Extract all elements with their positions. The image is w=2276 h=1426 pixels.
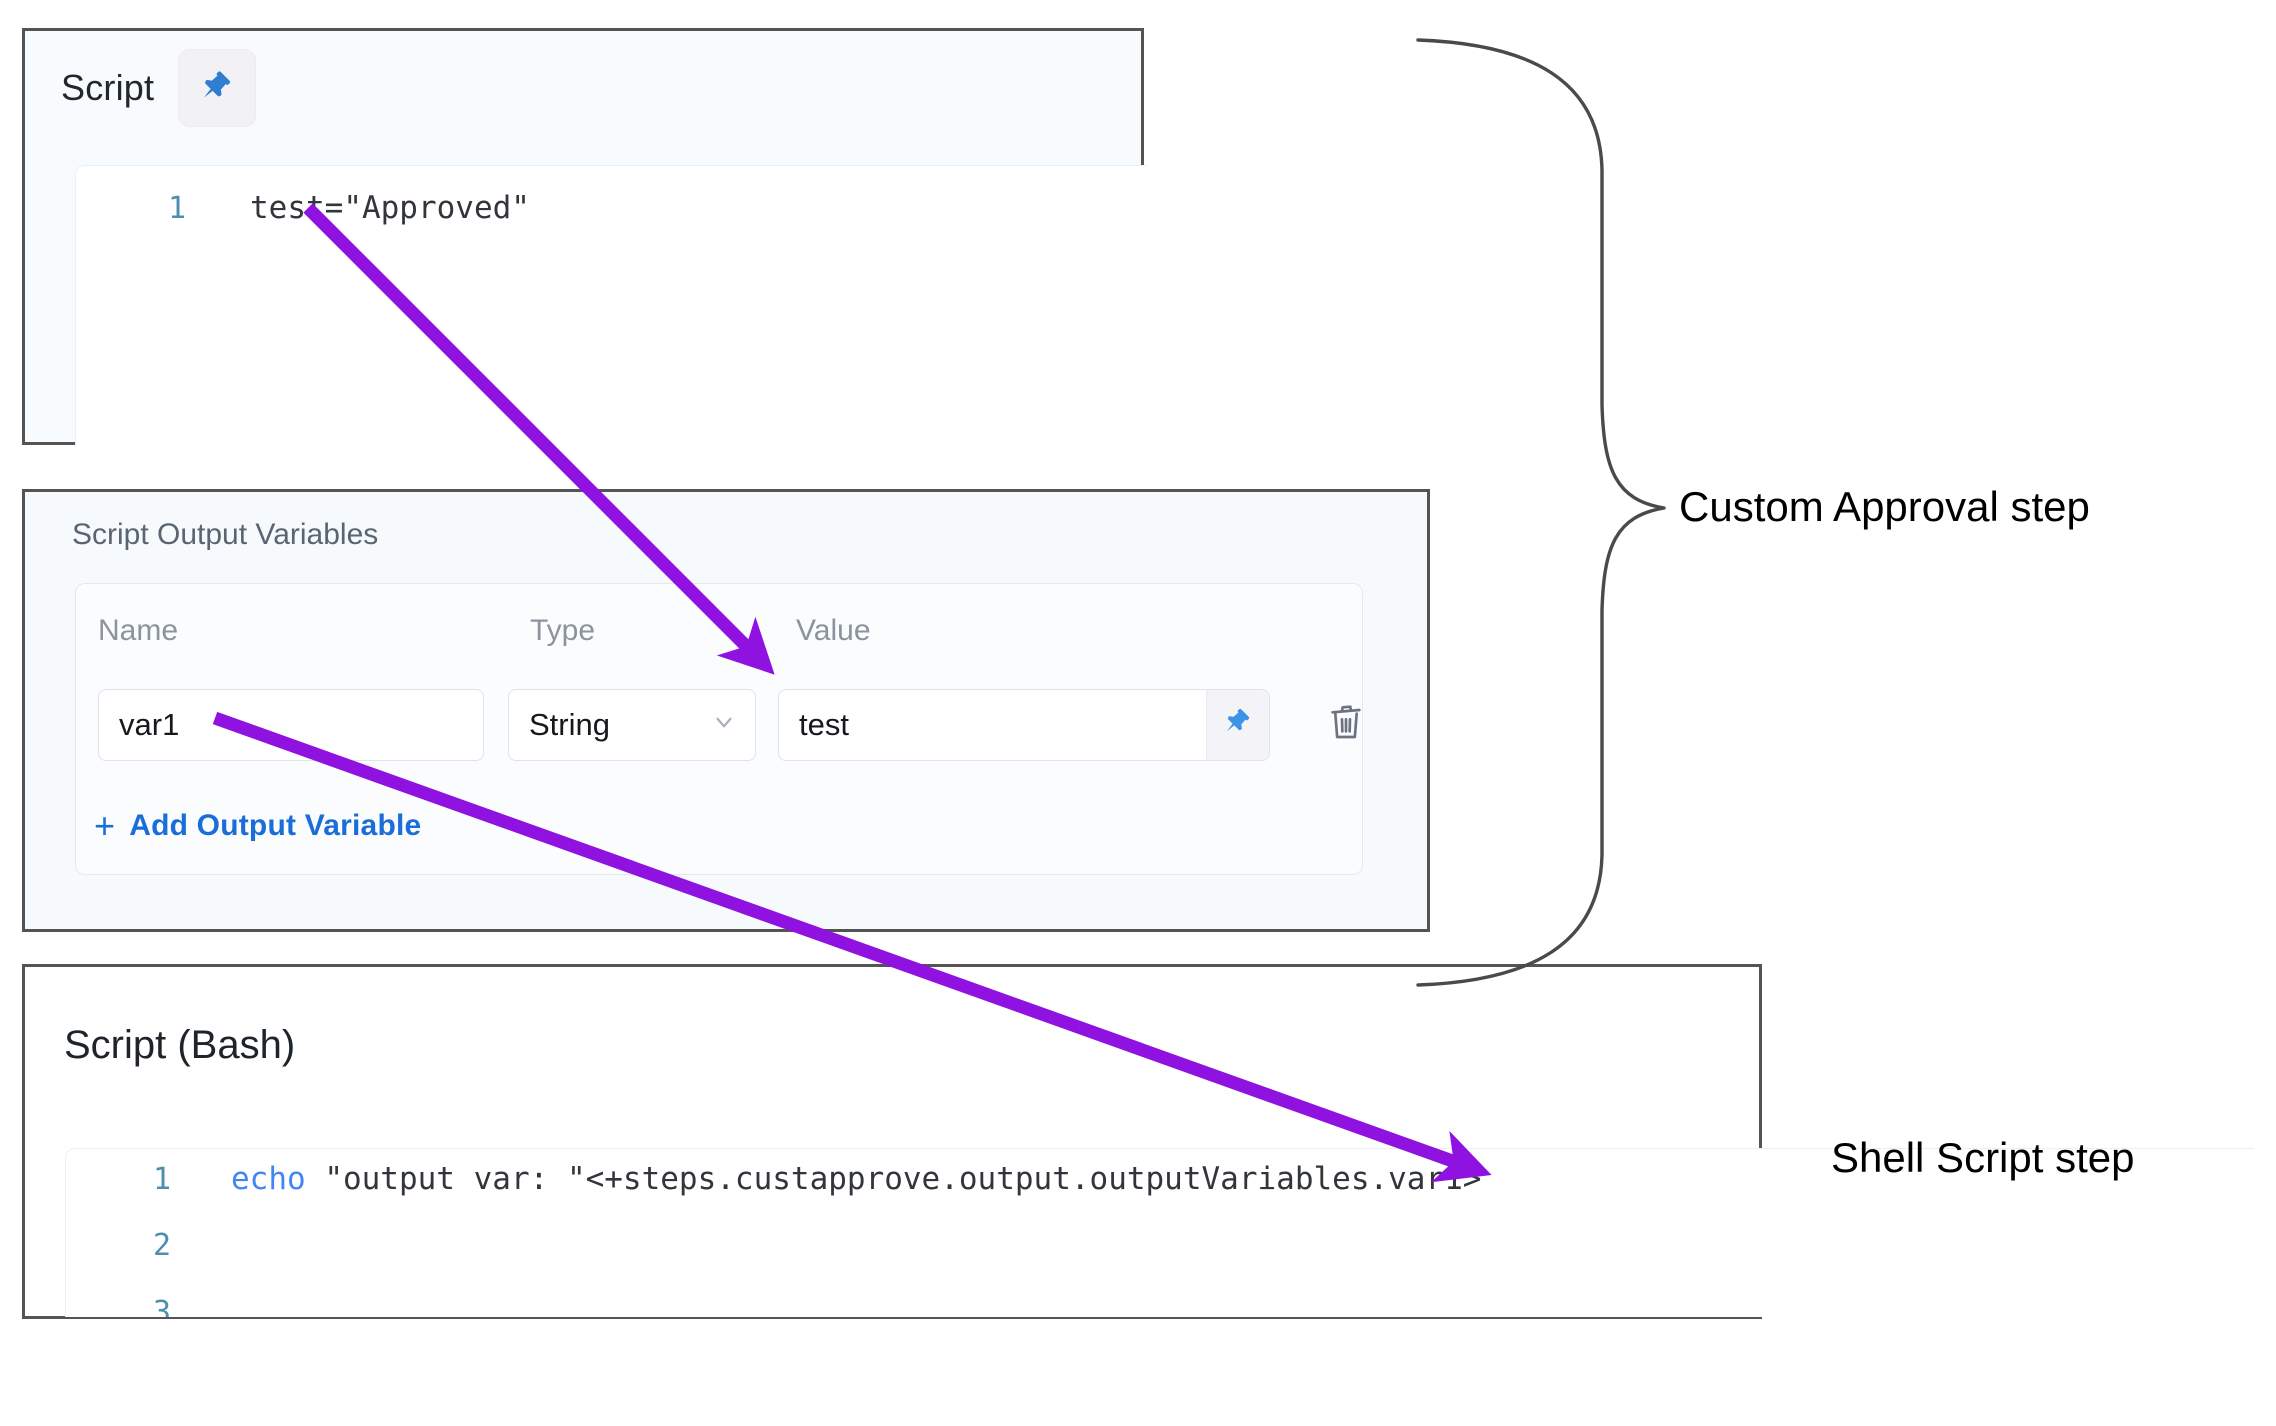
variable-type-select[interactable]: String: [508, 689, 756, 761]
plus-icon: +: [94, 805, 116, 846]
line-number: 3: [152, 1295, 171, 1317]
code-line: 3: [66, 1283, 2254, 1317]
pushpin-icon: [1221, 706, 1255, 745]
bash-code-editor[interactable]: 1 echo "output var: "<+steps.custapprove…: [65, 1148, 2254, 1317]
output-variable-row: var1 String test: [98, 689, 1372, 761]
code-line: 2: [66, 1216, 2254, 1283]
script-panel-title: Script: [61, 67, 155, 108]
value-pushpin-icon-button[interactable]: [1206, 690, 1269, 760]
pushpin-icon: [197, 68, 237, 108]
chevron-down-icon: [711, 707, 737, 743]
line-number: 2: [152, 1228, 171, 1263]
script-code-editor[interactable]: 1 test="Approved": [75, 165, 1147, 445]
annotation-label-custom-approval: Custom Approval step: [1679, 483, 2090, 530]
script-panel-header: Script: [25, 31, 1141, 127]
variable-value-input[interactable]: test: [799, 707, 849, 742]
script-panel: Script 1 test="Approved": [22, 28, 1147, 445]
add-output-variable-label: Add Output Variable: [129, 809, 422, 842]
curly-brace-custom-approval: [1416, 38, 1666, 987]
variable-value-field: test: [778, 689, 1270, 761]
code-line: 1 test="Approved": [76, 166, 1147, 246]
annotation-label-shell-script: Shell Script step: [1831, 1134, 2135, 1181]
variable-type-value: String: [529, 707, 610, 742]
code-text: echo "output var: "<+steps.custapprove.o…: [171, 1161, 1481, 1197]
trash-icon: [1326, 701, 1366, 750]
column-header-value: Value: [796, 614, 871, 647]
script-output-variables-title: Script Output Variables: [72, 518, 379, 551]
line-number: 1: [152, 1162, 171, 1197]
column-header-name: Name: [98, 614, 179, 647]
bash-script-panel-title: Script (Bash): [64, 1023, 296, 1067]
line-number: 1: [167, 191, 186, 226]
add-output-variable-button[interactable]: + Add Output Variable: [94, 808, 421, 844]
column-header-type: Type: [530, 614, 596, 647]
column-headers: Name Type Value: [98, 614, 1362, 656]
pushpin-icon-button[interactable]: [178, 49, 257, 127]
code-keyword: echo: [231, 1161, 306, 1197]
code-rest: "output var: "<+steps.custapprove.output…: [305, 1161, 1482, 1197]
delete-variable-button[interactable]: [1320, 695, 1372, 755]
variable-name-input[interactable]: var1: [98, 689, 484, 761]
code-text: test="Approved": [250, 190, 530, 226]
